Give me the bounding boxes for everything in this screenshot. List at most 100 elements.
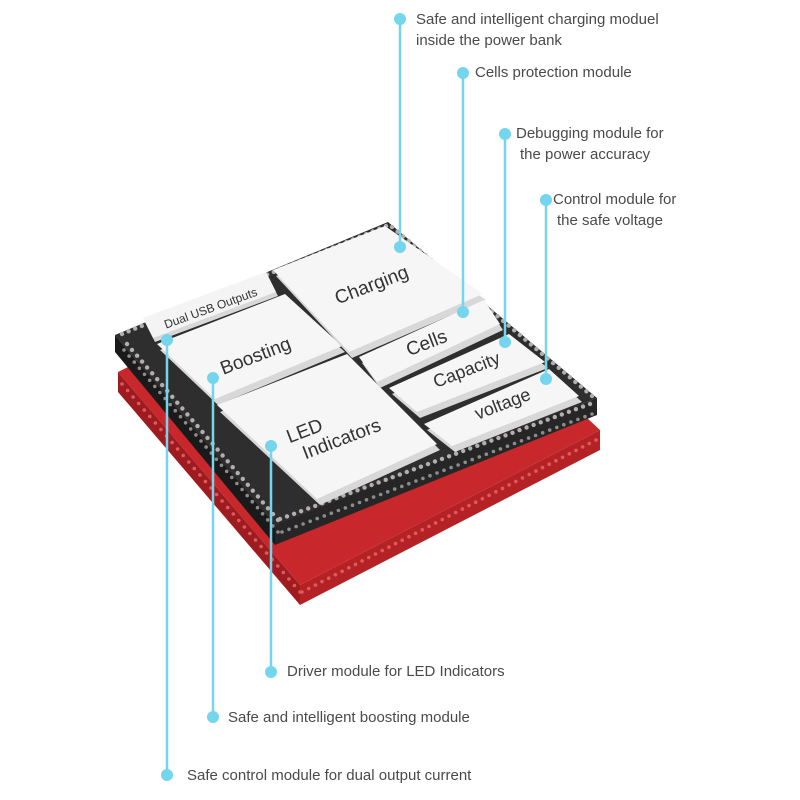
pin <box>433 521 438 525</box>
pin <box>566 409 572 414</box>
pin <box>440 517 445 522</box>
pin <box>503 433 508 438</box>
pin <box>178 414 183 419</box>
pin <box>237 518 241 523</box>
pin <box>526 436 531 440</box>
pin <box>547 462 551 467</box>
pin <box>280 530 284 534</box>
pin <box>395 229 400 234</box>
callout-led-text: Driver module for LED Indicators <box>287 663 505 680</box>
pin <box>453 451 459 456</box>
pin <box>348 490 353 496</box>
pin <box>484 452 489 457</box>
pin <box>550 360 556 366</box>
module-boosting <box>157 294 345 405</box>
pin <box>505 444 510 449</box>
pin <box>573 379 578 385</box>
leader-dot <box>457 67 469 79</box>
pin <box>225 505 230 510</box>
pin <box>545 417 550 422</box>
pin <box>567 452 572 456</box>
pin <box>453 510 458 515</box>
pin <box>353 562 358 567</box>
pin <box>139 359 145 364</box>
pin <box>512 441 517 446</box>
pin <box>214 492 219 497</box>
pin <box>284 514 290 519</box>
pin <box>400 484 404 489</box>
pin <box>153 421 158 425</box>
pin <box>583 414 587 419</box>
callout-dual-usb: Safe control module for dual output curr… <box>187 765 471 786</box>
pin <box>133 326 138 331</box>
pin <box>500 486 505 491</box>
callout-dual-usb-text: Safe control module for dual output curr… <box>187 767 472 784</box>
pin <box>590 412 594 416</box>
module-capacity <box>389 334 548 418</box>
pin <box>534 346 539 352</box>
leader-dot <box>394 241 406 253</box>
pin <box>306 586 311 591</box>
pin <box>362 485 367 490</box>
pin <box>205 435 210 441</box>
pin <box>175 447 180 451</box>
pin <box>587 441 592 446</box>
pin <box>242 525 247 529</box>
pin <box>517 427 522 433</box>
leader-dot <box>207 372 219 384</box>
pin <box>449 465 453 470</box>
pin <box>188 427 193 431</box>
pin <box>468 446 473 451</box>
pin <box>555 425 559 430</box>
pin <box>418 464 424 469</box>
pin <box>367 555 371 560</box>
pin <box>203 479 208 484</box>
pin <box>231 512 236 516</box>
pin <box>340 569 344 574</box>
pin <box>224 469 229 474</box>
pin <box>248 531 252 536</box>
pin <box>120 382 124 386</box>
pin <box>540 431 545 435</box>
pin <box>142 408 147 412</box>
pin <box>287 577 291 581</box>
pin <box>240 487 244 492</box>
pin <box>400 234 406 239</box>
pin <box>524 425 529 430</box>
leader-dot <box>207 711 219 723</box>
pin <box>301 522 305 526</box>
pin <box>360 559 364 563</box>
pin <box>329 511 334 515</box>
pin <box>573 407 579 412</box>
pin <box>153 384 157 389</box>
pin <box>456 463 460 467</box>
pin <box>380 548 385 553</box>
pin <box>200 429 205 435</box>
pin <box>240 476 245 482</box>
pin <box>308 519 313 524</box>
pin <box>392 487 397 491</box>
pin <box>260 512 265 516</box>
pin <box>336 508 341 513</box>
pin <box>369 482 374 488</box>
pin <box>560 455 565 460</box>
pin <box>350 503 355 508</box>
pin <box>320 579 324 584</box>
pin <box>531 422 536 428</box>
callout-led: Driver module for LED Indicators <box>287 661 505 682</box>
pin <box>160 382 165 388</box>
pin <box>496 435 501 441</box>
pin <box>276 530 280 534</box>
pin <box>494 490 498 494</box>
pin <box>255 505 260 510</box>
pin <box>250 499 255 504</box>
pin <box>446 454 452 459</box>
pin <box>397 472 402 477</box>
pin <box>517 332 522 338</box>
pin <box>144 365 150 370</box>
pin <box>432 459 438 464</box>
pin <box>425 461 431 467</box>
callout-charging: Safe and intelligent charging moduel ins… <box>416 9 659 51</box>
pin <box>495 314 500 319</box>
pin <box>291 511 297 516</box>
